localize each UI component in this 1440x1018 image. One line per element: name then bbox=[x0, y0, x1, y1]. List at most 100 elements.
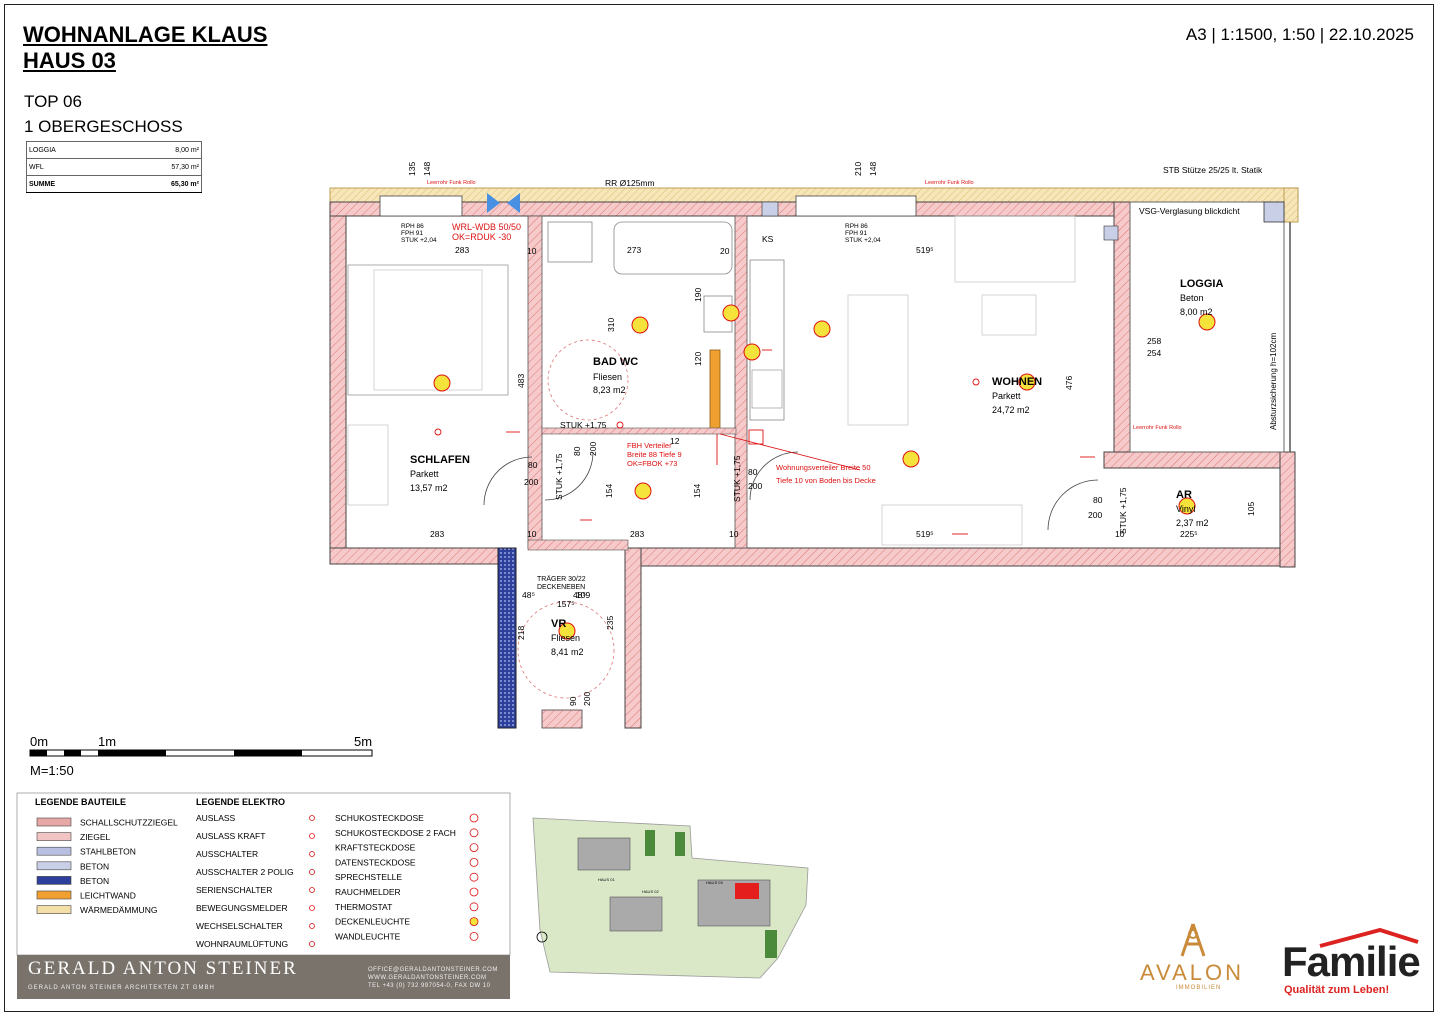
unit-info: TOP 06 1 OBERGESCHOSS bbox=[24, 89, 183, 139]
dim-label: 200 bbox=[1088, 510, 1102, 520]
wall-vr-north bbox=[527, 539, 629, 551]
dim-label: 200 bbox=[524, 477, 538, 487]
legend-symbol-icon bbox=[309, 815, 315, 821]
svg-text:WOHNEN: WOHNEN bbox=[992, 376, 1042, 388]
architect-phone: TEL +43 (0) 732 997054-0, FAX DW 10 bbox=[368, 983, 491, 989]
svg-text:8,00 m2: 8,00 m2 bbox=[1180, 307, 1213, 317]
legend-bauteile-title: LEGENDE BAUTEILE bbox=[35, 797, 126, 807]
dim-label: 154 bbox=[692, 484, 702, 498]
project-title: WOHNANLAGE KLAUS HAUS 03 bbox=[23, 22, 267, 74]
room-vr: VR Fliesen 8,41 m2 bbox=[551, 618, 584, 657]
svg-text:VR: VR bbox=[551, 618, 566, 630]
avalon-logo: AVALON bbox=[1140, 960, 1244, 985]
rph-label: RPH 86 bbox=[845, 223, 868, 230]
door-wohnen bbox=[749, 451, 799, 501]
legend-swatch bbox=[36, 876, 72, 885]
dim-label: 48⁵ bbox=[573, 590, 586, 600]
dim-label: 148 bbox=[422, 162, 432, 176]
legend-elektro-label: DECKENLEUCHTE bbox=[335, 917, 410, 927]
leerrohr-label: Leerrohr Funk Rollo bbox=[925, 180, 974, 186]
legend-elektro-label: SCHUKOSTECKDOSE bbox=[335, 813, 424, 823]
site-unit-highlight bbox=[735, 883, 759, 899]
svg-text:BAD WC: BAD WC bbox=[593, 356, 638, 368]
familie-slogan: Qualität zum Leben! bbox=[1284, 984, 1390, 996]
legend-label: WÄRMEDÄMMUNG bbox=[80, 905, 157, 915]
bed-mattress bbox=[373, 269, 483, 391]
legend-symbol-icon bbox=[469, 902, 479, 912]
ceiling-lamps bbox=[433, 304, 1216, 640]
floor-name: 1 OBERGESCHOSS bbox=[24, 117, 183, 136]
architect-name: GERALD ANTON STEINER bbox=[28, 958, 298, 979]
wall-bad-south bbox=[541, 427, 737, 435]
legend-swatch bbox=[36, 861, 72, 871]
dim-label: 200 bbox=[588, 442, 598, 456]
electrical-annotations: WRL-WDB 50/50 OK=RDUK -30 FBH Verteiler … bbox=[427, 180, 1182, 485]
legend-elektro-label: THERMOSTAT bbox=[335, 902, 392, 912]
legend-swatch bbox=[36, 832, 72, 841]
legend-elektro-label: AUSSCHALTER bbox=[196, 849, 258, 859]
svg-text:Fliesen: Fliesen bbox=[593, 372, 622, 382]
legend-elektro-label: SERIENSCHALTER bbox=[196, 885, 272, 895]
north-arrow-icon bbox=[536, 931, 548, 943]
wall-ar-east bbox=[1279, 451, 1296, 568]
legend-symbol-icon bbox=[309, 941, 315, 947]
site-building-haus03 bbox=[697, 879, 771, 927]
legend-label: BETON bbox=[80, 861, 109, 871]
leerrohr-label: Leerrohr Funk Rollo bbox=[427, 180, 476, 186]
sideboard bbox=[881, 504, 1023, 546]
area-label: LOGGIA bbox=[26, 141, 113, 159]
svg-text:13,57 m2: 13,57 m2 bbox=[410, 483, 448, 493]
room-bad-wc: BAD WC Fliesen 8,23 m2 bbox=[593, 356, 638, 395]
dining-table bbox=[847, 294, 909, 426]
column-stb bbox=[1263, 201, 1285, 223]
wardrobe bbox=[347, 424, 389, 506]
window-schlafen bbox=[379, 195, 463, 217]
room-wohnen: WOHNEN Parkett 24,72 m2 bbox=[992, 376, 1042, 415]
wall-south-right bbox=[624, 547, 1296, 567]
fbh-label: Breite 88 Tiefe 9 bbox=[627, 450, 682, 459]
traeger-label: DECKENEBEN bbox=[537, 584, 585, 591]
dim-label: 90 bbox=[568, 696, 578, 706]
avalon-sub: IMMOBILIEN bbox=[1176, 985, 1222, 991]
wall-vr-east bbox=[624, 547, 642, 729]
dim-label: 48⁵ bbox=[522, 590, 535, 600]
legend-box bbox=[16, 792, 511, 956]
wv-label: Wohnungsverteiler Breite 50 bbox=[776, 463, 871, 472]
area-value: 8,00 m² bbox=[112, 141, 202, 159]
legend-label: SCHALLSCHUTZZIEGEL bbox=[80, 818, 178, 828]
legend-symbol-icon bbox=[469, 843, 479, 852]
legend-bauteile: SCHALLSCHUTZZIEGELZIEGELSTAHLBETONBETONB… bbox=[36, 818, 178, 915]
rph-label: RPH 86 bbox=[401, 223, 424, 230]
dim-label: 10 bbox=[527, 246, 537, 256]
absturz-label: Absturzsicherung h=102cm bbox=[1269, 333, 1278, 431]
column-loggia bbox=[1103, 225, 1119, 241]
dim-label: 258 bbox=[1147, 336, 1161, 346]
wall-south-left bbox=[329, 547, 501, 565]
dim-label: 12 bbox=[670, 436, 680, 446]
legend-symbol-icon bbox=[309, 851, 315, 857]
door-schlafen bbox=[483, 456, 533, 506]
svg-text:HAUS 01: HAUS 01 bbox=[598, 877, 615, 882]
dim-label: 10 bbox=[1115, 529, 1125, 539]
room-ar: AR Vinyl 2,37 m2 bbox=[1176, 489, 1209, 528]
traeger-label: TRÄGER 30/22 bbox=[537, 575, 586, 583]
wrl-label: WRL-WDB 50/50 bbox=[452, 222, 521, 232]
scale-ratio: M=1:50 bbox=[30, 763, 74, 778]
leichtwand bbox=[709, 349, 721, 431]
column-wohnen bbox=[761, 201, 779, 217]
legend-label: STAHLBETON bbox=[80, 847, 136, 857]
svg-text:HAUS 02: HAUS 02 bbox=[642, 889, 659, 894]
legend-symbol-icon bbox=[469, 917, 479, 926]
wall-schlafen-bad bbox=[527, 215, 543, 549]
project-name: WOHNANLAGE KLAUS bbox=[23, 22, 268, 47]
window-wohnen bbox=[795, 195, 917, 217]
legend-elektro-label: KRAFTSTECKDOSE bbox=[335, 843, 416, 853]
sofa bbox=[954, 215, 1076, 283]
site-building-haus01 bbox=[577, 837, 631, 871]
dim-label: 283 bbox=[455, 245, 469, 255]
plan-annotations: RR Ø125mm STB Stütze 25/25 lt. Statik VS… bbox=[401, 165, 1278, 591]
